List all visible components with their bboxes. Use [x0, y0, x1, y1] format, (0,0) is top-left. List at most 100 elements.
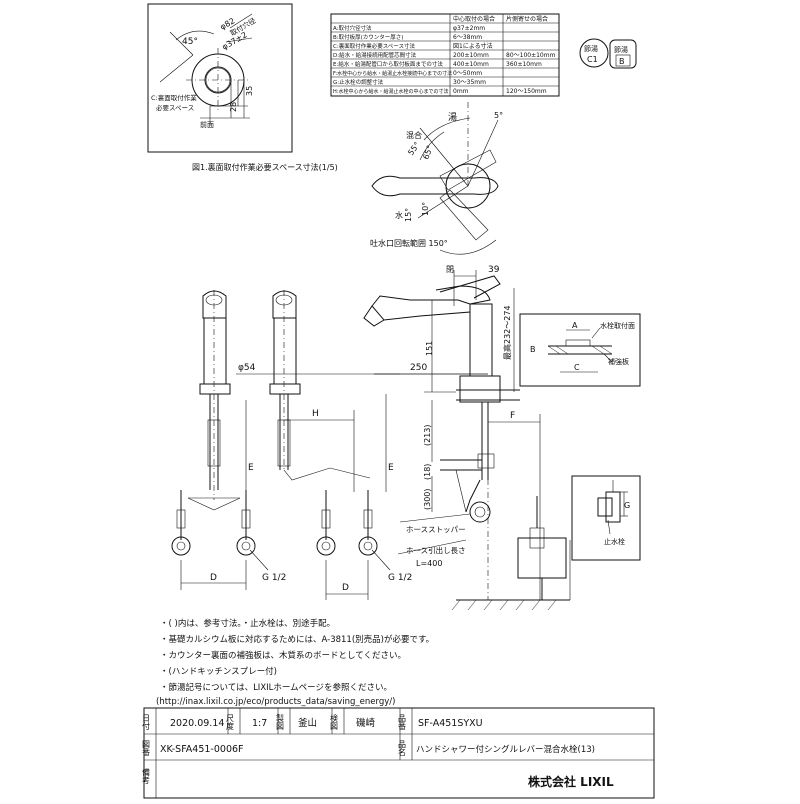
dim-250-label: 250 — [410, 363, 427, 373]
drawn-label: 製図 — [276, 713, 285, 731]
counter-b-label: B — [530, 345, 536, 354]
note-line: ・節湯記号については、LIXILホームページを参照ください。 — [160, 682, 392, 693]
angle-55: 55° — [406, 140, 422, 157]
hose-stopper-label: ホースストッパー — [406, 525, 466, 534]
front-label: 前面 — [200, 120, 214, 129]
table-row-label: C:裏面取付作業必要スペース寸法 — [333, 42, 416, 50]
checked-label: 検図 — [330, 713, 339, 731]
hot-label: 湯 — [448, 112, 457, 123]
dim-300-label: (300) — [423, 488, 432, 510]
name-label: 品名 — [398, 740, 407, 757]
table-header-center: 中心取付の場合 — [453, 15, 495, 23]
date-value: 2020.09.14 — [170, 718, 224, 729]
date-label: 日付 — [142, 714, 151, 731]
g12-label-2: G 1/2 — [388, 573, 412, 583]
hose-length-label: ホース引出し長さ — [406, 545, 466, 555]
side-space-label-1: C:裏面取付作業 — [151, 93, 197, 102]
note-line: (http://inax.lixil.co.jp/eco/products_da… — [156, 697, 395, 707]
dim-18-label: (18) — [423, 464, 432, 480]
dim-28-label: 28 — [229, 102, 238, 112]
table-row-label: A:取付穴径寸法 — [333, 24, 372, 32]
table-cell: 360±10mm — [506, 61, 542, 68]
badge1-line1: 節湯 — [584, 44, 598, 53]
g-label: G — [624, 501, 630, 510]
table-row-label: D:給水・給湯接続用配管芯間寸法 — [333, 51, 417, 59]
drawing-no-label: 図番 — [142, 740, 151, 757]
table-header-side: 片側寄せの場合 — [506, 15, 548, 23]
dim-f-label: F — [510, 411, 515, 421]
mix-label: 混合 — [406, 130, 422, 140]
table-cell: 6～38mm — [453, 34, 482, 41]
front-view-1: D G 1/2 E — [171, 290, 286, 590]
badge2-line2: B — [619, 57, 625, 66]
notes: ・( )内は、参考寸法。・止水栓は、別途手配。 ・基礎カルシウム板に対応するため… — [156, 618, 434, 707]
table-cell: φ37±2mm — [453, 25, 485, 32]
table-cell: 200±10mm — [453, 52, 489, 59]
cold-label: 水 — [395, 210, 403, 220]
detail-caption: 図1.裏面取付作業必要スペース寸法(1/5) — [192, 162, 338, 172]
part-no-value: SF-A451SYXU — [418, 718, 483, 729]
badge2-line1: 節湯 — [614, 45, 628, 54]
table-cell: 図1による寸法 — [453, 42, 493, 50]
dim-e-1: E — [248, 463, 254, 473]
dim-39-label: 39 — [488, 265, 500, 275]
dim-h-label: H — [312, 409, 319, 419]
table-row-label: E:給水・給湯配管口から取付板面までの寸法 — [333, 60, 443, 68]
front-view-2: φ54 H E D G 1/2 — [236, 290, 412, 600]
reinforce-label: 補強板 — [608, 357, 629, 366]
stop-valve-detail: G 止水栓 — [571, 475, 641, 561]
table-cell: 0mm — [453, 88, 469, 95]
hose-length-value: L=400 — [416, 559, 442, 568]
angle-10: 10° — [421, 202, 430, 216]
side-space-label-2: 必要スペース — [156, 103, 194, 112]
dim-d-2: D — [342, 583, 349, 593]
table-cell: 30～35mm — [453, 79, 486, 86]
table-row-label: H:水栓中心から給水・給湯止水栓の中心までの寸法 — [333, 88, 448, 95]
g12-label-1: G 1/2 — [262, 573, 286, 583]
remarks-label: 備考 — [142, 767, 151, 785]
note-line: ・カウンター裏面の補強板は、木質系のボードとしてください。 — [160, 650, 406, 661]
counter-detail: A B C 水栓取付面 補強板 — [519, 313, 641, 387]
table-cell: 120～150mm — [506, 88, 547, 95]
table-cell: 400±10mm — [453, 61, 489, 68]
company-name: 株式会社 LIXIL — [528, 774, 614, 789]
counter-c-label: C — [574, 363, 580, 372]
table-row-label: B:取付板厚(カウンター厚さ) — [333, 33, 403, 41]
spec-table: 中心取付の場合 片側寄せの場合 A:取付穴径寸法 φ37±2mm B:取付板厚(… — [330, 13, 560, 97]
part-no-label: 品番 — [398, 714, 407, 731]
note-line: ・基礎カルシウム板に対応するためには、A-3811(別売品)が必要です。 — [160, 634, 434, 645]
drawn-value: 釜山 — [298, 717, 317, 729]
dim-213-label: (213) — [423, 424, 432, 446]
dim-e-2: E — [388, 463, 394, 473]
dim-d-1: D — [210, 573, 217, 583]
spout-rotation-label: 吐水口回転範囲 150° — [370, 238, 448, 248]
mount-plate-label: 水栓取付面 — [600, 321, 635, 330]
angle-5: 5° — [494, 111, 503, 120]
angle-45-label: 45° — [182, 37, 198, 47]
table-cell: 80～100±10mm — [506, 52, 556, 59]
table-row-label: G:止水栓の調整寸法 — [333, 78, 384, 86]
name-value: ハンドシャワー付シングルレバー混合水栓(13) — [416, 744, 595, 755]
side-elevation: F 閉 39 151 250 最高232～274 (213) (18) (300… — [363, 265, 571, 611]
detail-box: 45° φ82 取付穴径 φ37±2 C:裏面取付作業 必要スペース 前面 35… — [147, 3, 338, 172]
dim-35-label: 35 — [245, 86, 254, 96]
checked-value: 磯崎 — [356, 717, 376, 729]
badge1-line2: C1 — [587, 55, 598, 64]
lever-plan-view: 湯 混合 水 5° 55° 65° 15° 10° 吐水口回転範囲 150° — [370, 100, 503, 255]
table-cell: 0～50mm — [453, 70, 482, 77]
svg-text:日付: 日付 — [142, 714, 151, 731]
note-line: ・(ハンドキッチンスプレー付) — [160, 666, 277, 677]
eco-badges: 節湯 C1 節湯 B — [579, 38, 637, 69]
table-row-label: F:水栓中心から給水・給湯止水栓接続中心までの寸法 — [333, 70, 452, 77]
counter-a-label: A — [572, 321, 578, 330]
stop-valve-label: 止水栓 — [604, 537, 625, 546]
title-block: 日付 2020.09.14 尺度 1:7 製図 釜山 検図 磯崎 品番 SF-A… — [142, 707, 655, 799]
dim-54-label: φ54 — [238, 363, 256, 373]
scale-label: 尺度 — [226, 714, 235, 731]
angle-65: 65° — [421, 144, 434, 160]
angle-15: 15° — [404, 208, 413, 222]
drawing-no-value: XK-SFA451-0006F — [160, 744, 244, 755]
note-line: ・( )内は、参考寸法。・止水栓は、別途手配。 — [160, 618, 335, 629]
